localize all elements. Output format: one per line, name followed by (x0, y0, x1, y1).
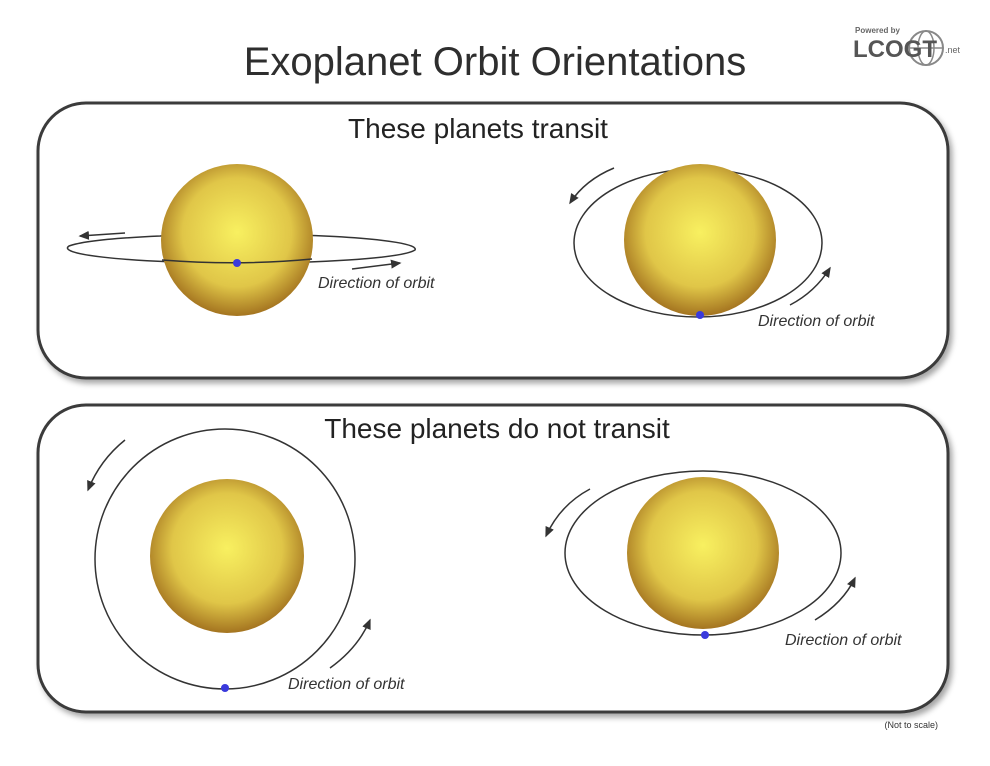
planet (221, 684, 229, 692)
star (627, 477, 779, 629)
star (161, 164, 313, 316)
star (624, 164, 776, 316)
inclined-orbit-diagram: Direction of orbit (545, 470, 902, 649)
direction-arrow-icon (545, 488, 591, 538)
logo-name: LCOGT (853, 36, 937, 63)
edge-on-orbit-diagram: Direction of orbit (66, 164, 435, 316)
direction-arrow-icon (78, 230, 126, 240)
non-transit-heading: These planets do not transit (324, 413, 670, 444)
direction-arrow-icon (351, 259, 402, 270)
direction-label: Direction of orbit (288, 676, 405, 693)
direction-arrow-icon (329, 618, 371, 669)
page-title: Exoplanet Orbit Orientations (244, 40, 746, 84)
direction-label: Direction of orbit (318, 275, 435, 292)
direction-arrow-icon (87, 439, 126, 492)
direction-arrow-icon (789, 266, 831, 306)
face-on-orbit-diagram: Direction of orbit (87, 428, 405, 693)
not-to-scale-note: (Not to scale) (884, 720, 938, 730)
logo-suffix: .net (945, 45, 961, 55)
logo-powered-by: Powered by (855, 26, 900, 35)
direction-arrow-icon (814, 576, 856, 621)
star (150, 479, 304, 633)
transit-heading: These planets transit (348, 113, 608, 144)
planet (233, 259, 241, 267)
lcogt-logo: Powered by LCOGT .net (853, 26, 961, 66)
direction-label: Direction of orbit (758, 313, 875, 330)
planet (696, 311, 704, 319)
direction-label: Direction of orbit (785, 632, 902, 649)
planet (701, 631, 709, 639)
direction-arrow-icon (569, 167, 615, 205)
grazing-orbit-diagram: Direction of orbit (569, 164, 875, 330)
